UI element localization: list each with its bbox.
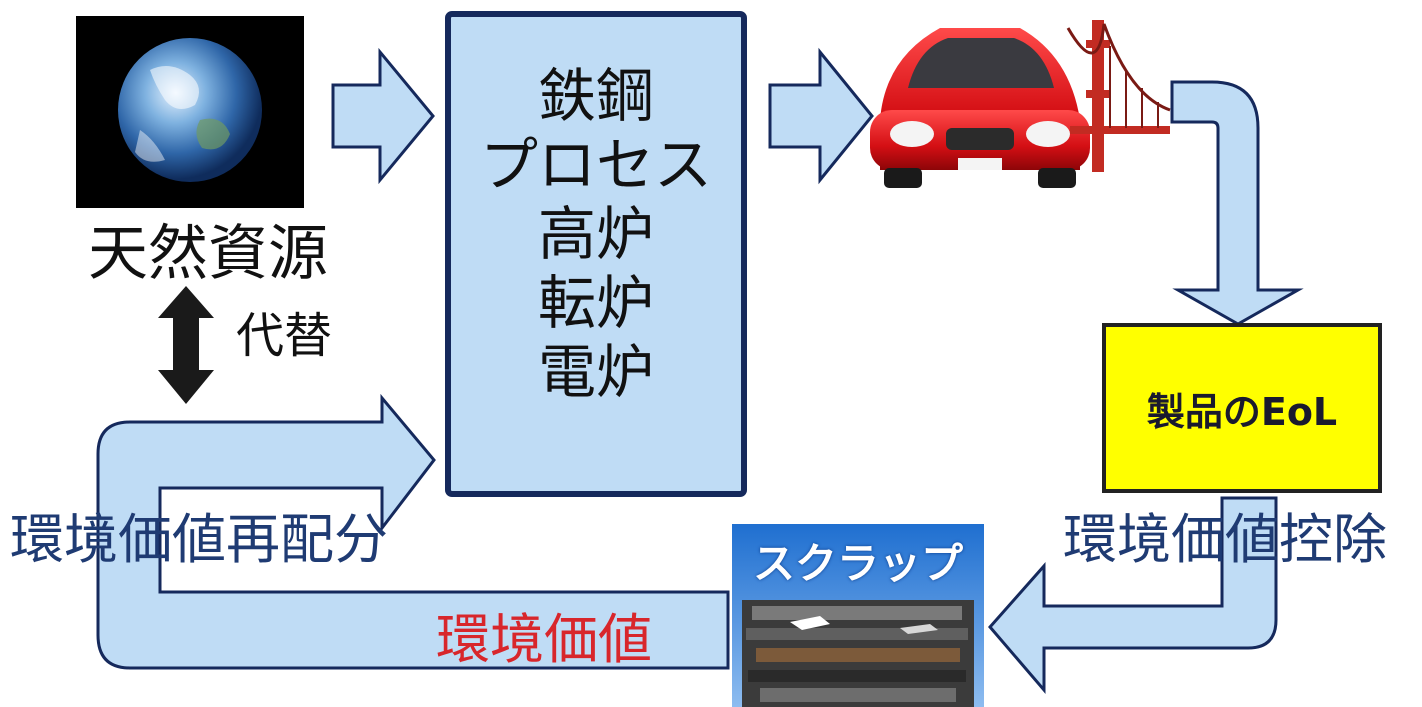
scrap-image — [732, 524, 984, 707]
arrow-resource-to-process — [331, 47, 435, 185]
bridge-icon — [1066, 20, 1171, 172]
scrap-label: スクラップ — [752, 539, 963, 588]
eol-label: 製品のEoL — [1146, 389, 1338, 434]
environmental-value-label: 環境価値 — [436, 608, 652, 671]
eol-box — [1102, 323, 1382, 493]
process-line-blast-furnace: 高炉 — [537, 200, 654, 268]
deduction-label: 環境価値控除 — [1063, 508, 1387, 571]
process-line-converter: 転炉 — [537, 269, 654, 337]
process-line-steel: 鉄鋼 — [537, 62, 654, 130]
car-icon — [870, 28, 1090, 188]
earth-image — [76, 16, 304, 208]
double-arrow-icon — [158, 286, 214, 404]
arrow-eol-to-scrap — [988, 496, 1278, 695]
steel-process-labels: 鉄鋼 プロセス 高炉 転炉 電炉 — [448, 62, 744, 407]
redistribution-label: 環境価値再配分 — [10, 508, 388, 571]
substitute-label: 代替 — [236, 308, 333, 364]
process-line-electric-furnace: 電炉 — [537, 338, 654, 406]
arrow-scrap-to-process — [96, 393, 730, 670]
natural-resource-label: 天然資源 — [88, 219, 328, 289]
arrow-process-to-product — [768, 47, 874, 185]
arrow-product-to-eol — [1170, 80, 1304, 326]
steel-process-box — [445, 11, 747, 497]
process-line-process: プロセス — [479, 131, 712, 199]
